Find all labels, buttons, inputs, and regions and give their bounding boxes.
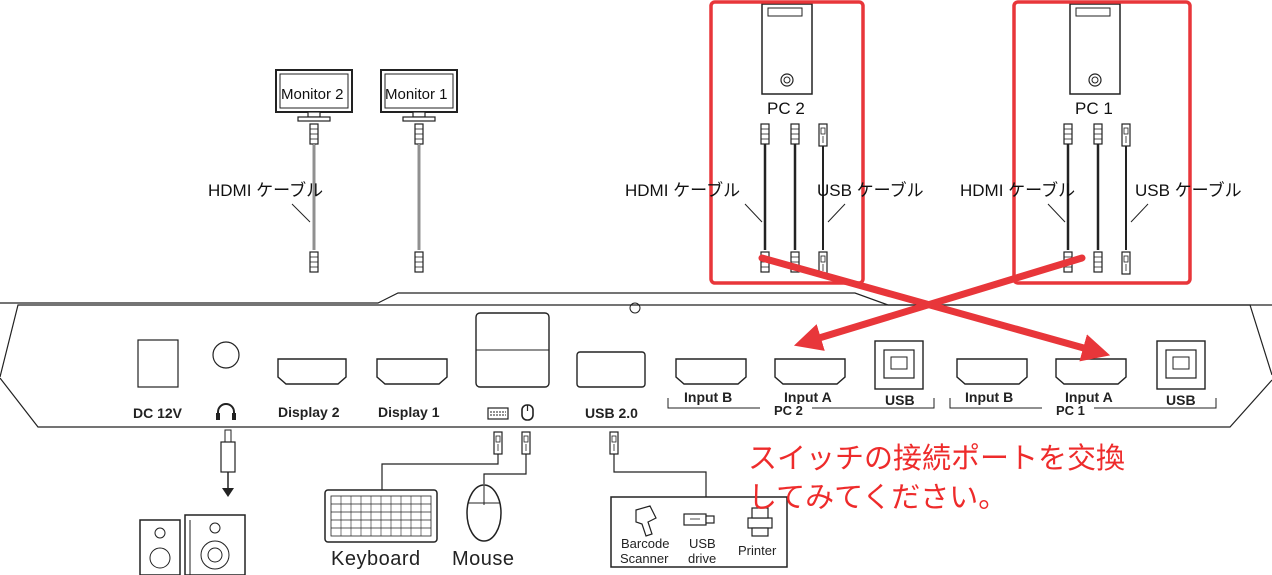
mouse-label: Mouse [452, 548, 515, 570]
pc-1-group-label: PC 1 [1053, 404, 1088, 417]
pc-2-cables [744, 123, 846, 275]
pc-2-usb-cable-label: USB ケーブル [817, 181, 924, 200]
pc-2-label: PC 2 [767, 99, 805, 118]
mouse-icon [466, 484, 502, 542]
pc-1-input-a-label: Input A [1065, 389, 1113, 405]
note-line-2: してみてください。 [748, 482, 1008, 514]
pc-2-input-a-label: Input A [784, 389, 832, 405]
monitor-2-hdmi-cable [309, 123, 319, 273]
mouse-port-icon [521, 404, 534, 421]
pc-2-hdmi-cable-label: HDMI ケーブル [625, 181, 741, 200]
pc-2-highlight-box [709, 0, 865, 285]
pc-1-cables [1047, 123, 1149, 275]
usb-drive-label-1: USB [689, 536, 716, 551]
monitor-1-label: Monitor 1 [385, 86, 448, 103]
pc-1-hdmi-cable-label: HDMI ケーブル [960, 181, 1076, 200]
swap-port-note: スイッチの接続ポートを交換 してみてください。 [748, 440, 1125, 518]
usb-drive-label-2: drive [688, 551, 717, 566]
kvm-switch-body [0, 292, 1272, 428]
monitor-hdmi-cable-label: HDMI ケーブル [208, 181, 324, 200]
pc-1-highlight-box [1012, 0, 1192, 285]
display-1-label: Display 1 [378, 404, 440, 420]
keyboard-label: Keyboard [331, 548, 421, 570]
usb-2-0-label: USB 2.0 [585, 405, 638, 421]
keyboard-icon [324, 489, 438, 543]
swap-arrows [758, 254, 1111, 362]
printer-icon [747, 507, 773, 537]
barcode-scanner-icon [635, 505, 657, 537]
headphone-icon [216, 403, 236, 420]
keyboard-mouse-cables [381, 431, 531, 490]
printer-label: Printer [738, 543, 777, 558]
monitor-1-hdmi-cable [414, 123, 424, 273]
monitor-1-icon [380, 69, 458, 122]
pc-1-input-b-label: Input B [965, 389, 1014, 405]
pc-1-usb-cable-label: USB ケーブル [1135, 181, 1242, 200]
pc-2-usb-port-label: USB [885, 392, 915, 408]
pc-2-tower-icon [761, 3, 813, 95]
pc-2-input-b-label: Input B [684, 389, 733, 405]
pc-2-group-label: PC 2 [771, 404, 806, 417]
barcode-label-1: Barcode [621, 536, 670, 551]
note-line-1: スイッチの接続ポートを交換 [748, 443, 1126, 475]
pc-1-usb-port-label: USB [1166, 392, 1196, 408]
barcode-label-2: Scanner [620, 551, 669, 566]
monitor-2-label: Monitor 2 [281, 86, 344, 103]
hdmi-callout-line [291, 203, 311, 223]
speakers-icon [139, 514, 246, 575]
pc-1-tower-icon [1069, 3, 1121, 95]
monitor-2-icon [275, 69, 353, 122]
display-2-label: Display 2 [278, 404, 340, 420]
usb-drive-icon [683, 513, 715, 526]
pc-1-label: PC 1 [1075, 99, 1113, 118]
audio-cable [220, 429, 236, 497]
keyboard-port-icon [487, 407, 509, 420]
dc-12v-label: DC 12V [133, 405, 183, 421]
